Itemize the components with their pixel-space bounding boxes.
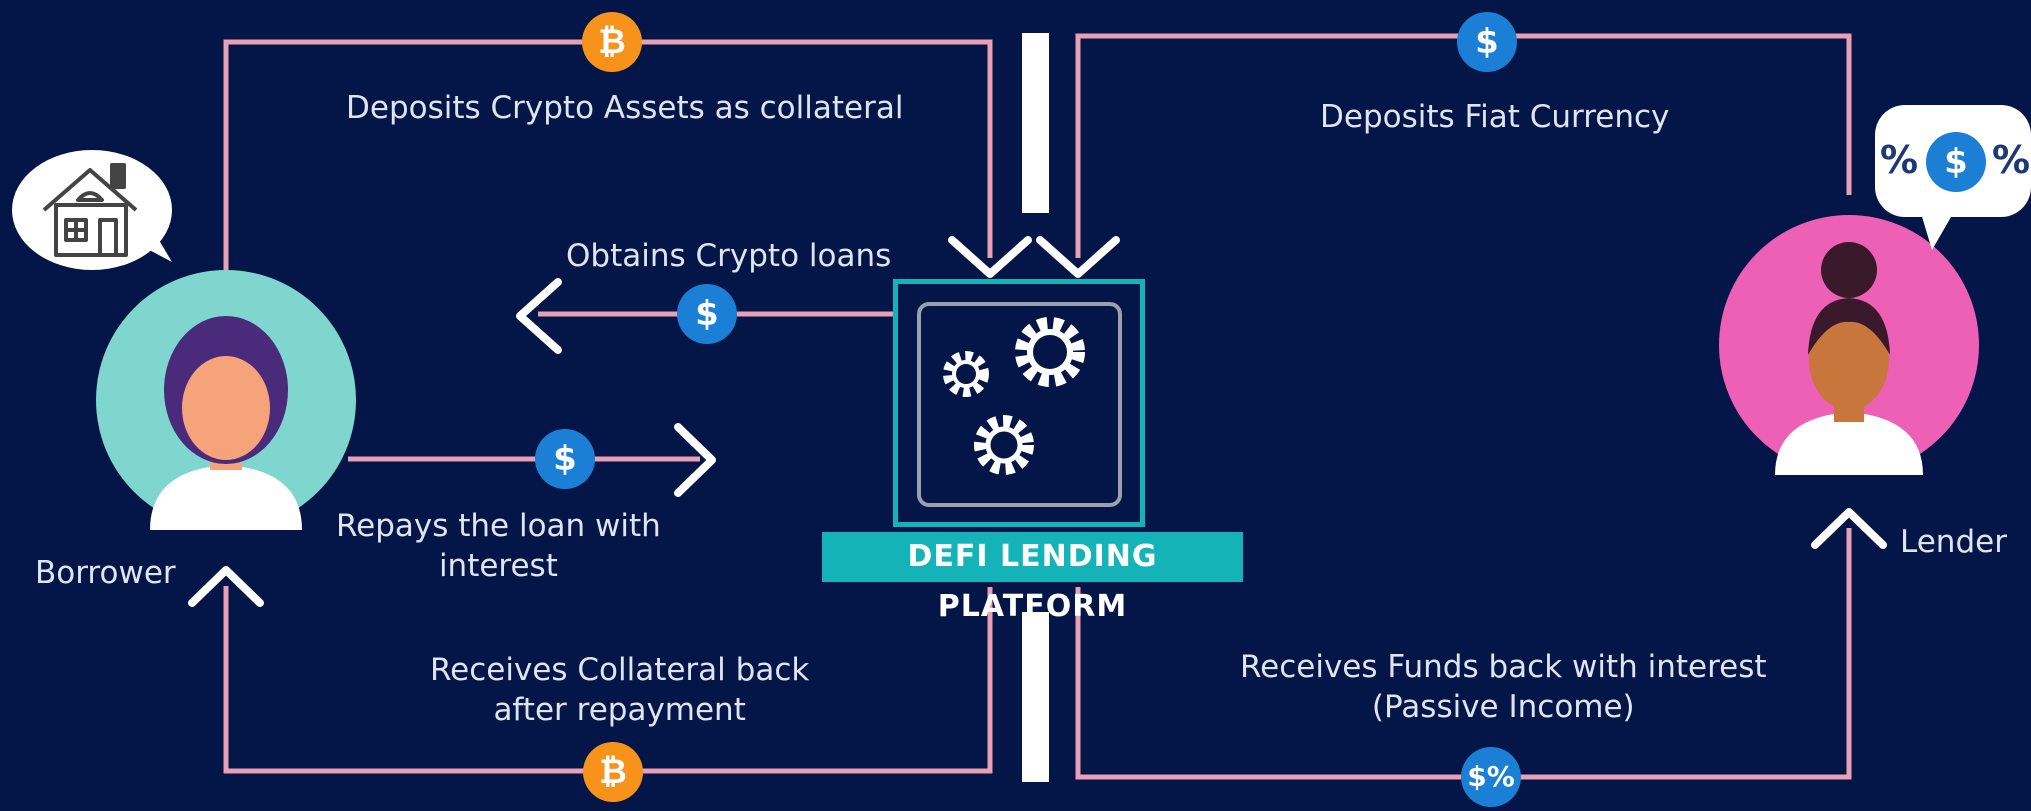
dollar-bubble-icon: $ [1926, 132, 1986, 192]
separator-top [1022, 33, 1049, 213]
label-deposits-crypto: Deposits Crypto Assets as collateral [346, 90, 904, 126]
arrow-down-left-icon [948, 236, 1032, 278]
platform-outer-frame [893, 279, 1145, 527]
bitcoin-badge-bottom: ₿ [583, 742, 643, 802]
dollar-percent-badge: $% [1461, 747, 1521, 807]
platform-inner-frame [917, 302, 1122, 507]
label-repays-loan: Repays the loan with interest [336, 508, 661, 584]
dollar-badge-loan: $ [677, 284, 737, 344]
arrow-right-icon [674, 423, 716, 497]
dollar-badge-repay: $ [535, 429, 595, 489]
house-icon [42, 163, 138, 257]
borrower-avatar-icon [96, 270, 356, 530]
gears-icon [943, 317, 1085, 475]
label-lender: Lender [1900, 524, 2007, 560]
lender-avatar-icon [1719, 215, 1979, 475]
percent-left-icon: % [1880, 138, 1919, 182]
label-obtains-loans: Obtains Crypto loans [566, 238, 892, 274]
arrowheads [188, 236, 1887, 607]
dollar-badge-fiat: $ [1457, 12, 1517, 72]
arrow-left-icon [516, 278, 562, 354]
platform-label: DEFI LENDING PLATFORM [822, 532, 1243, 624]
label-receives-collateral: Receives Collateral back after repayment [430, 652, 810, 728]
arrow-up-lender-icon [1811, 508, 1887, 549]
percent-right-icon: % [1992, 138, 2031, 182]
house-bubble [12, 150, 172, 270]
bitcoin-badge-top: ₿ [582, 12, 642, 72]
arrow-up-borrower-icon [188, 566, 264, 607]
deposit-fiat-line [1075, 33, 1852, 258]
separator-bottom [1022, 612, 1049, 782]
label-deposits-fiat: Deposits Fiat Currency [1320, 99, 1670, 135]
arrow-down-right-icon [1036, 236, 1120, 278]
label-receives-funds: Receives Funds back with interest (Passi… [1240, 649, 1767, 725]
label-borrower: Borrower [35, 555, 176, 591]
